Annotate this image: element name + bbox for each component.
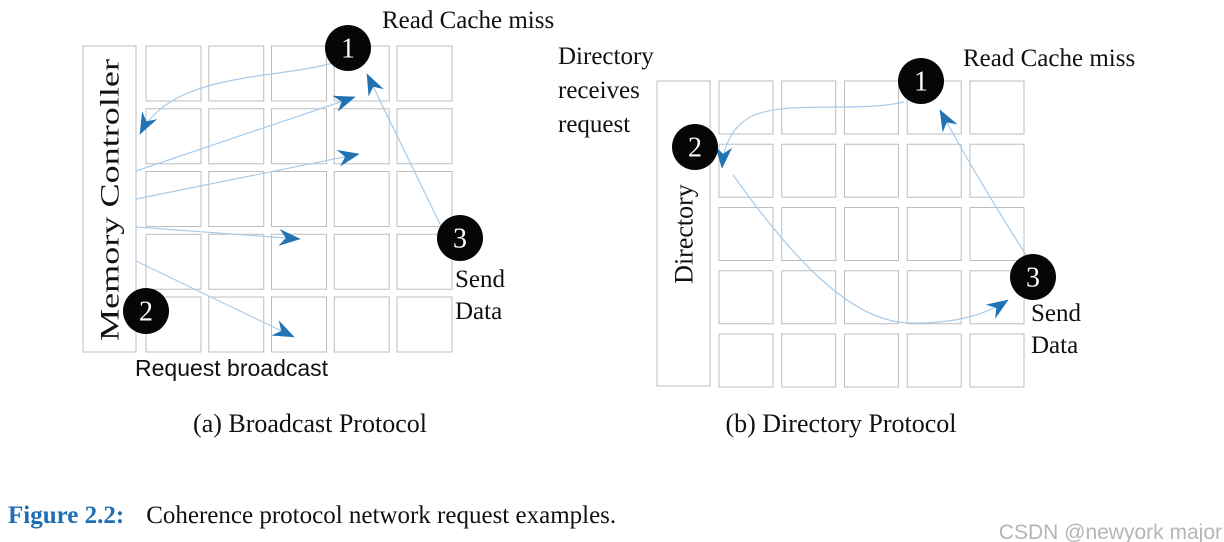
- mesh-grid-b: [718, 80, 1025, 388]
- diagram-a: Memory Controller 1 2 3 Read Cache: [82, 7, 554, 438]
- figure-caption-text: Coherence protocol network request examp…: [146, 502, 617, 529]
- node-b-2: 2: [672, 124, 718, 170]
- arrow-broadcast-4: [135, 260, 295, 338]
- mesh-cell: [781, 270, 837, 325]
- mesh-cell: [333, 108, 390, 165]
- node-a-2: 2: [123, 288, 169, 334]
- arrow-request-to-memory-controller: [139, 62, 334, 135]
- arrow-forward-to-owner: [732, 174, 1009, 324]
- mesh-cell: [396, 45, 453, 102]
- arrow-send-data-b: [939, 109, 1027, 256]
- watermark: CSDN @newyork major: [998, 521, 1222, 542]
- mesh-cell: [333, 171, 390, 227]
- mesh-cell: [271, 108, 327, 165]
- mesh-cell: [969, 207, 1025, 261]
- mesh-cell: [906, 270, 962, 325]
- mesh-cell: [844, 143, 899, 198]
- mesh-cell: [718, 143, 774, 198]
- mesh-cell: [271, 45, 327, 102]
- mesh-cell: [396, 296, 453, 353]
- directory-box: [656, 80, 711, 387]
- mesh-cell: [208, 171, 265, 227]
- arrow-broadcast-3: [135, 226, 301, 246]
- mesh-cell: [781, 207, 837, 261]
- mesh-cell: [145, 45, 202, 102]
- mesh-cell: [396, 171, 453, 227]
- mesh-cell: [844, 270, 899, 325]
- node-b-3: 3: [1010, 254, 1056, 300]
- read-cache-miss-label-b: Read Cache miss: [963, 45, 1135, 72]
- mesh-cell: [271, 171, 327, 227]
- send-data-label-a: Send Data: [455, 266, 511, 325]
- mesh-cell: [208, 108, 265, 165]
- mesh-cell: [781, 333, 837, 388]
- mesh-cell: [844, 207, 899, 261]
- node-circle: [437, 215, 483, 261]
- node-number: 3: [453, 224, 467, 255]
- mesh-cell: [333, 233, 390, 290]
- mesh-cell: [781, 143, 837, 198]
- node-circle: [898, 58, 944, 104]
- mesh-cell: [718, 333, 774, 388]
- mesh-cell: [718, 207, 774, 261]
- mesh-cell: [396, 233, 453, 290]
- request-broadcast-label: Request broadcast: [135, 355, 329, 381]
- node-number: 2: [688, 133, 702, 164]
- node-circle: [123, 288, 169, 334]
- arrow-broadcast-1: [135, 95, 356, 172]
- node-b-1: 1: [898, 58, 944, 104]
- arrow-request-to-directory: [715, 101, 905, 169]
- mesh-cell: [906, 207, 962, 261]
- mesh-cell: [145, 108, 202, 165]
- read-cache-miss-label-a: Read Cache miss: [382, 7, 554, 34]
- diagram-b: Directory 1 2 3 Directory receives: [558, 43, 1135, 438]
- diagram-b-caption: (b) Directory Protocol: [725, 409, 956, 438]
- send-data-label-b: Send Data: [1031, 300, 1087, 359]
- figure-caption-number: Figure 2.2:: [8, 502, 125, 529]
- node-a-3: 3: [437, 215, 483, 261]
- node-number: 3: [1026, 263, 1040, 294]
- node-a-1: 1: [325, 25, 371, 71]
- mesh-cell: [906, 143, 962, 198]
- mesh-cell: [145, 171, 202, 227]
- node-circle: [325, 25, 371, 71]
- mesh-cell: [145, 233, 202, 290]
- figure-caption: Figure 2.2: Coherence protocol network r…: [8, 502, 616, 530]
- mesh-cell: [969, 333, 1025, 388]
- node-circle: [672, 124, 718, 170]
- mesh-cell: [208, 45, 265, 102]
- directory-label: Directory: [670, 184, 699, 284]
- mesh-cell: [396, 108, 453, 165]
- directory-receives-request-label: Directory receives request: [558, 43, 660, 138]
- mesh-cell: [718, 270, 774, 325]
- arrow-send-data-a: [366, 73, 442, 227]
- memory-controller-label: Memory Controller: [96, 59, 125, 341]
- mesh-cell: [969, 143, 1025, 198]
- node-circle: [1010, 254, 1056, 300]
- node-number: 1: [341, 34, 355, 65]
- mesh-cell: [906, 333, 962, 388]
- mesh-cell: [969, 80, 1025, 135]
- mesh-cell: [208, 296, 265, 353]
- mesh-cell: [718, 80, 774, 135]
- node-number: 2: [139, 297, 153, 328]
- mesh-cell: [271, 296, 327, 353]
- node-number: 1: [914, 67, 928, 98]
- arrow-broadcast-2: [135, 149, 360, 200]
- mesh-cell: [208, 233, 265, 290]
- diagram-a-caption: (a) Broadcast Protocol: [193, 409, 427, 438]
- mesh-cell: [844, 333, 899, 388]
- mesh-cell: [271, 233, 327, 290]
- mesh-cell: [333, 296, 390, 353]
